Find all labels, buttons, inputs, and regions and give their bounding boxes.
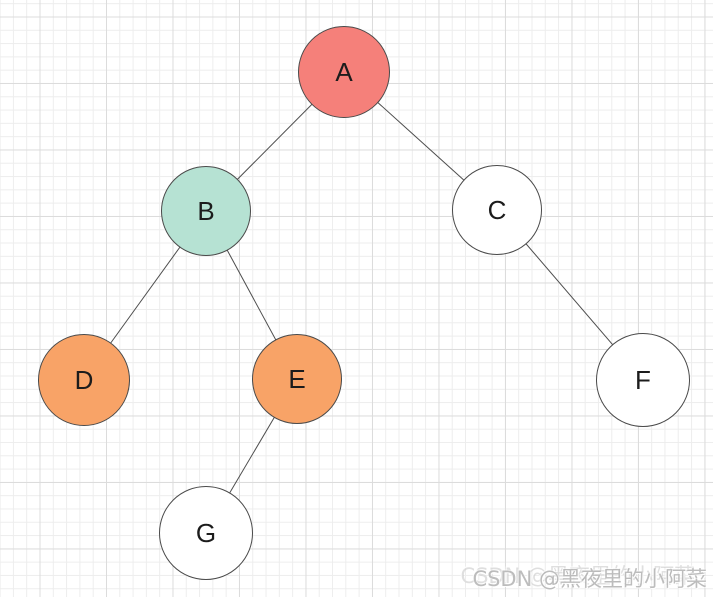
- node-b[interactable]: B: [161, 166, 251, 256]
- node-e-label: E: [288, 364, 306, 394]
- node-a[interactable]: A: [298, 26, 390, 118]
- node-e[interactable]: E: [252, 334, 342, 424]
- node-g[interactable]: G: [159, 486, 253, 580]
- node-d-label: D: [74, 365, 94, 395]
- node-f[interactable]: F: [596, 333, 690, 427]
- node-b-label: B: [197, 196, 215, 226]
- node-f-label: F: [635, 365, 651, 395]
- node-c[interactable]: C: [452, 165, 542, 255]
- node-g-label: G: [195, 518, 217, 548]
- node-d[interactable]: D: [38, 334, 130, 426]
- node-a-label: A: [335, 57, 353, 87]
- node-c-label: C: [487, 195, 507, 225]
